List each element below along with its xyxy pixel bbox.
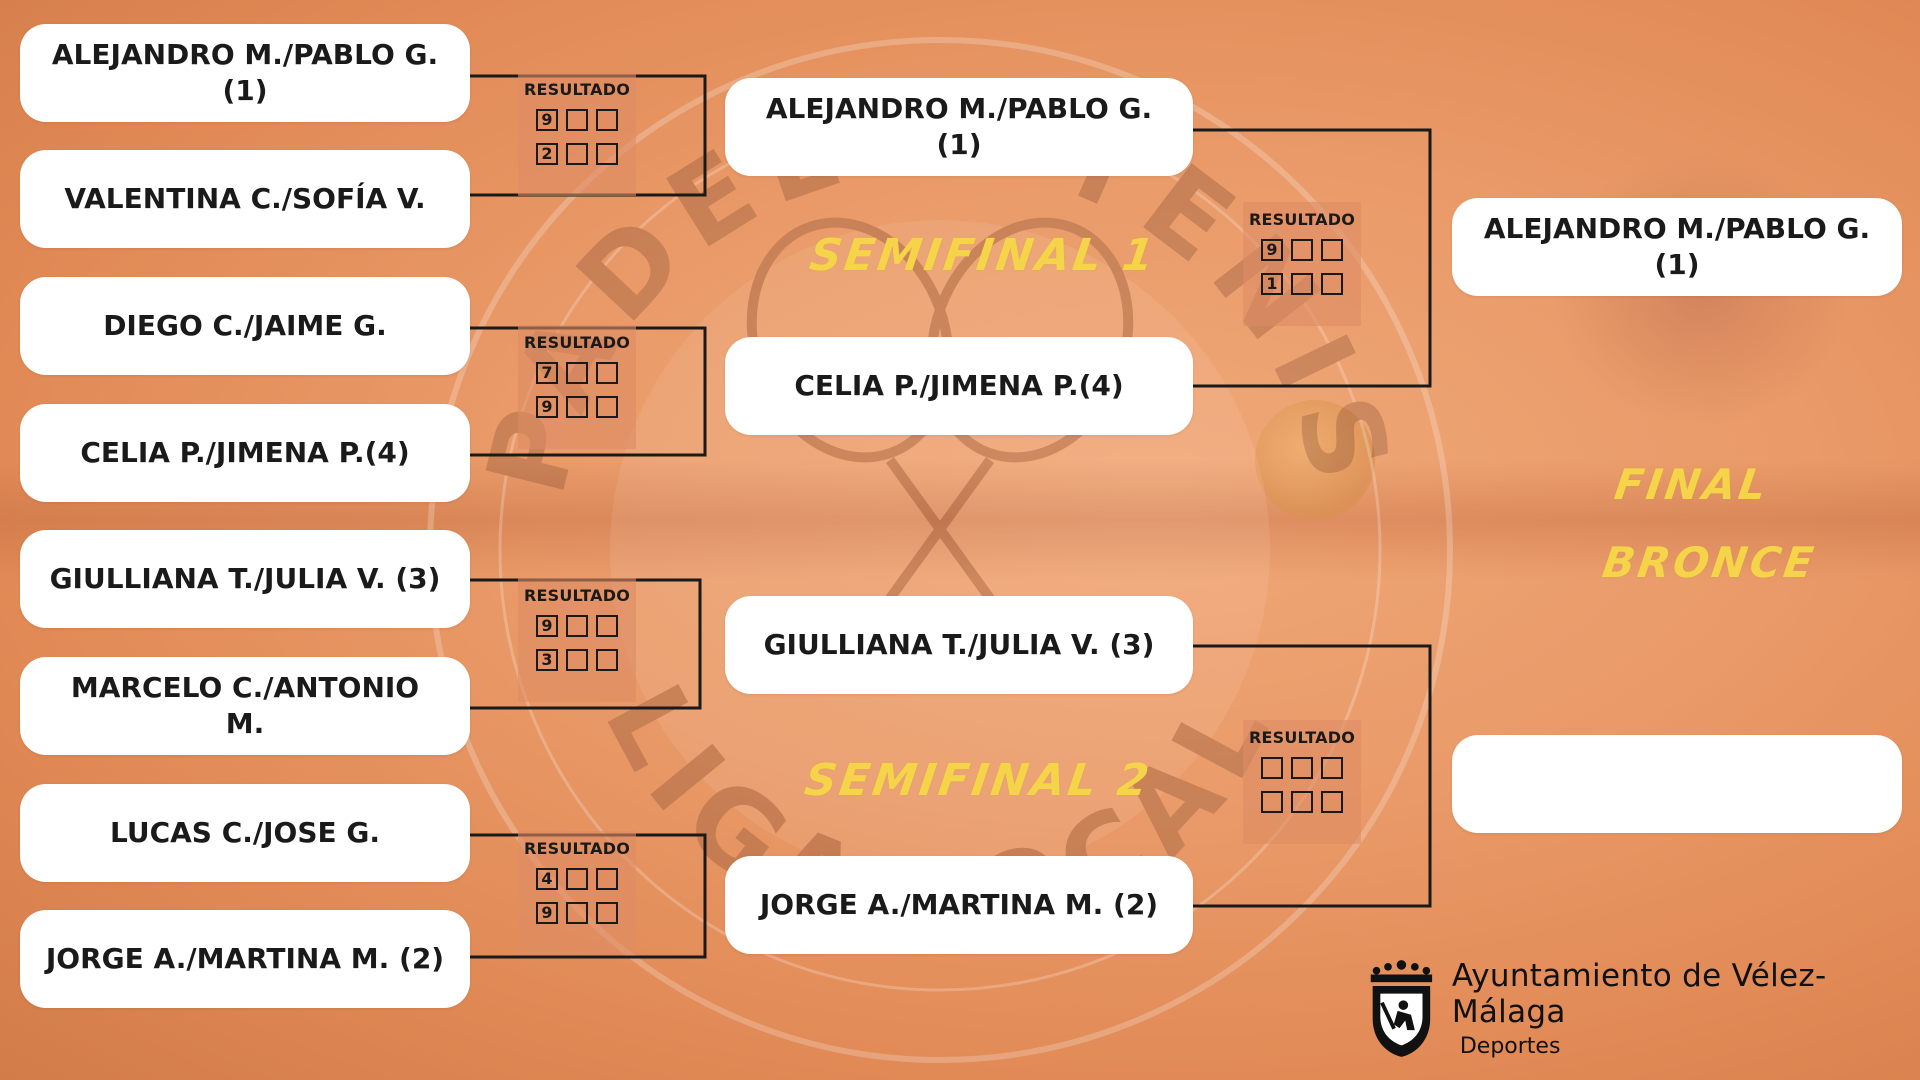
sf1-score-row-2: 1 <box>1243 273 1361 295</box>
score-cell[interactable] <box>596 615 618 637</box>
score-cell[interactable]: 4 <box>536 868 558 890</box>
qf4-score-row-2: 9 <box>518 902 636 924</box>
score-cell[interactable] <box>566 902 588 924</box>
qf4-score-row-1: 4 <box>518 868 636 890</box>
score-cell[interactable] <box>596 109 618 131</box>
semifinal-1-label: SEMIFINAL 1 <box>806 230 1160 281</box>
result-label: RESULTADO <box>523 586 631 605</box>
sf1-team2-name: CELIA P./JIMENA P.(4) <box>794 368 1124 402</box>
qf3-team2-name: MARCELO C./ANTONIO M. <box>70 670 420 740</box>
sf1-team2-box: CELIA P./JIMENA P.(4) <box>725 337 1193 435</box>
qf4-result-panel: RESULTADO 4 9 <box>518 831 636 955</box>
qf1-team2-name: VALENTINA C./SOFÍA V. <box>64 181 426 215</box>
score-cell[interactable]: 9 <box>536 615 558 637</box>
sf2-score-row-1 <box>1243 757 1361 779</box>
score-cell[interactable]: 9 <box>536 396 558 418</box>
score-cell[interactable] <box>1321 791 1343 813</box>
qf3-team1-name: GIULLIANA T./JULIA V. (3) <box>49 561 441 595</box>
score-cell[interactable] <box>1291 239 1313 261</box>
qf2-team1-box: DIEGO C./JAIME G. <box>20 277 470 375</box>
qf1-team1-name: ALEJANDRO M./PABLO G. (1) <box>51 37 439 107</box>
qf2-team2-name: CELIA P./JIMENA P.(4) <box>80 435 410 469</box>
final-winner-box: ALEJANDRO M./PABLO G. (1) <box>1452 198 1902 296</box>
score-cell[interactable] <box>1321 239 1343 261</box>
score-cell[interactable] <box>1291 757 1313 779</box>
qf3-score-row-2: 3 <box>518 649 636 671</box>
qf1-team1-box: ALEJANDRO M./PABLO G. (1) <box>20 24 470 122</box>
score-cell[interactable] <box>596 362 618 384</box>
score-cell[interactable]: 9 <box>536 902 558 924</box>
qf1-result-panel: RESULTADO 9 2 <box>518 72 636 196</box>
qf3-score-row-1: 9 <box>518 615 636 637</box>
qf3-team2-box: MARCELO C./ANTONIO M. <box>20 657 470 755</box>
qf3-team1-box: GIULLIANA T./JULIA V. (3) <box>20 530 470 628</box>
result-label: RESULTADO <box>523 333 631 352</box>
score-cell[interactable]: 9 <box>1261 239 1283 261</box>
score-cell[interactable]: 2 <box>536 143 558 165</box>
score-cell[interactable] <box>566 396 588 418</box>
score-cell[interactable]: 3 <box>536 649 558 671</box>
sf1-result-panel: RESULTADO 9 1 <box>1243 202 1361 326</box>
result-label: RESULTADO <box>523 80 631 99</box>
score-cell[interactable] <box>1321 273 1343 295</box>
score-cell[interactable]: 9 <box>536 109 558 131</box>
score-cell[interactable] <box>1321 757 1343 779</box>
score-cell[interactable] <box>596 143 618 165</box>
qf2-team1-name: DIEGO C./JAIME G. <box>103 308 387 342</box>
sponsor-title: Ayuntamiento de Vélez-Málaga <box>1451 958 1827 1030</box>
sponsor-logo: Ayuntamiento de Vélez-Málaga Deportes <box>1365 958 1920 1059</box>
sf2-team2-name: JORGE A./MARTINA M. (2) <box>759 887 1159 921</box>
score-cell[interactable] <box>566 615 588 637</box>
sf1-team1-box: ALEJANDRO M./PABLO G. (1) <box>725 78 1193 176</box>
score-cell[interactable] <box>566 649 588 671</box>
semifinal-2-label: SEMIFINAL 2 <box>801 755 1155 806</box>
sponsor-subtitle: Deportes <box>1459 1034 1561 1059</box>
sf2-team1-name: GIULLIANA T./JULIA V. (3) <box>763 627 1155 661</box>
result-label: RESULTADO <box>1248 210 1356 229</box>
qf1-score-row-1: 9 <box>518 109 636 131</box>
sf2-result-panel: RESULTADO <box>1243 720 1361 844</box>
score-cell[interactable]: 7 <box>536 362 558 384</box>
qf2-team2-box: CELIA P./JIMENA P.(4) <box>20 404 470 502</box>
qf4-team1-name: LUCAS C./JOSE G. <box>109 815 380 849</box>
qf2-score-row-2: 9 <box>518 396 636 418</box>
sf2-score-row-2 <box>1243 791 1361 813</box>
score-cell[interactable] <box>566 143 588 165</box>
score-cell[interactable] <box>596 396 618 418</box>
score-cell[interactable] <box>566 362 588 384</box>
final-winner-name: ALEJANDRO M./PABLO G. (1) <box>1483 211 1871 281</box>
qf1-team2-box: VALENTINA C./SOFÍA V. <box>20 150 470 248</box>
score-cell[interactable] <box>1291 273 1313 295</box>
bronze-label: BRONCE <box>1599 538 1820 587</box>
qf4-team2-name: JORGE A./MARTINA M. (2) <box>45 941 445 975</box>
sf2-team2-box: JORGE A./MARTINA M. (2) <box>725 856 1193 954</box>
score-cell[interactable]: 1 <box>1261 273 1283 295</box>
score-cell[interactable] <box>1261 791 1283 813</box>
score-cell[interactable] <box>1291 791 1313 813</box>
bronze-winner-box <box>1452 735 1902 833</box>
score-cell[interactable] <box>596 868 618 890</box>
score-cell[interactable] <box>1261 757 1283 779</box>
result-label: RESULTADO <box>523 839 631 858</box>
qf1-score-row-2: 2 <box>518 143 636 165</box>
score-cell[interactable] <box>596 902 618 924</box>
qf2-score-row-1: 7 <box>518 362 636 384</box>
score-cell[interactable] <box>566 868 588 890</box>
qf2-result-panel: RESULTADO 7 9 <box>518 325 636 449</box>
sf1-score-row-1: 9 <box>1243 239 1361 261</box>
sponsor-text: Ayuntamiento de Vélez-Málaga Deportes <box>1452 958 1920 1059</box>
qf4-team1-box: LUCAS C./JOSE G. <box>20 784 470 882</box>
qf4-team2-box: JORGE A./MARTINA M. (2) <box>20 910 470 1008</box>
result-label: RESULTADO <box>1248 728 1356 747</box>
score-cell[interactable] <box>566 109 588 131</box>
sf1-team1-name: ALEJANDRO M./PABLO G. (1) <box>765 91 1153 161</box>
qf3-result-panel: RESULTADO 9 3 <box>518 578 636 702</box>
city-crest-icon <box>1370 959 1433 1057</box>
final-label: FINAL <box>1611 460 1773 509</box>
score-cell[interactable] <box>596 649 618 671</box>
sf2-team1-box: GIULLIANA T./JULIA V. (3) <box>725 596 1193 694</box>
